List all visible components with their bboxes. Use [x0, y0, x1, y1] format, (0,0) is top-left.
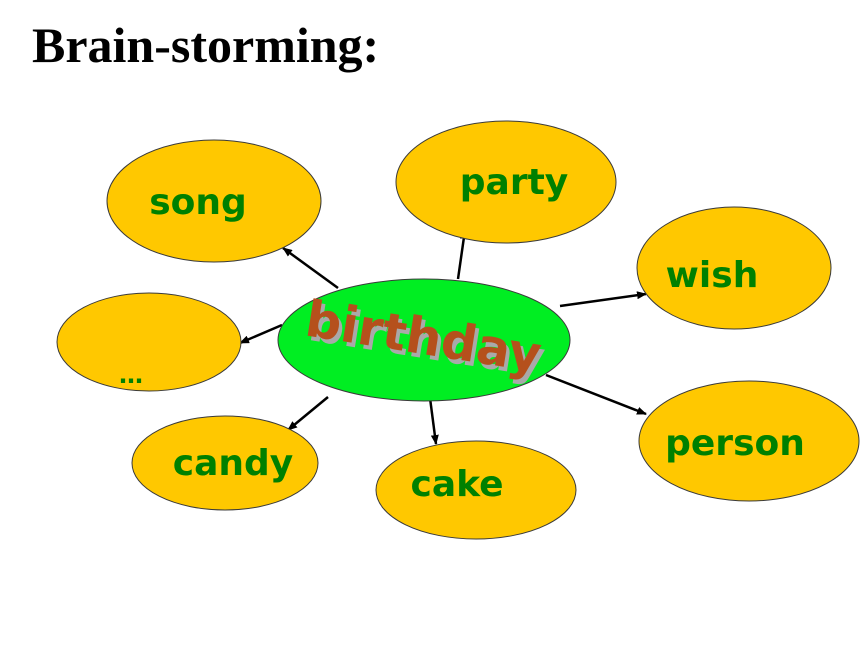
center-node: birthday birthday — [277, 278, 571, 402]
node-person-label: person — [665, 423, 805, 464]
node-wish-label: wish — [666, 255, 759, 296]
page-title: Brain-storming: — [32, 17, 380, 73]
node-more: … — [56, 292, 242, 392]
node-cake: cake — [375, 440, 577, 540]
arrow-to-cake — [428, 397, 439, 445]
arrow-to-song — [282, 246, 339, 290]
arrow-to-wish — [559, 291, 647, 308]
node-party-label: party — [460, 162, 569, 203]
node-wish-ellipse — [636, 206, 832, 330]
arrow-to-more — [239, 323, 283, 345]
node-wish: wish — [636, 206, 832, 330]
arrow-to-person — [545, 373, 647, 416]
arrows — [239, 229, 647, 445]
node-party: party — [395, 120, 617, 244]
arrow-to-candy — [287, 396, 329, 431]
node-cake-label: cake — [410, 464, 503, 505]
node-song: song — [106, 139, 322, 263]
node-song-label: song — [149, 182, 247, 223]
node-more-label: … — [119, 361, 143, 389]
node-candy-label: candy — [173, 443, 294, 484]
node-person-ellipse — [638, 380, 860, 502]
node-candy-ellipse — [131, 415, 319, 511]
node-song-ellipse — [106, 139, 322, 263]
node-cake-ellipse — [375, 440, 577, 540]
node-person: person — [638, 380, 860, 502]
node-party-ellipse — [395, 120, 617, 244]
center-node-ellipse — [277, 278, 571, 402]
node-candy: candy — [131, 415, 319, 511]
node-more-ellipse — [56, 292, 242, 392]
